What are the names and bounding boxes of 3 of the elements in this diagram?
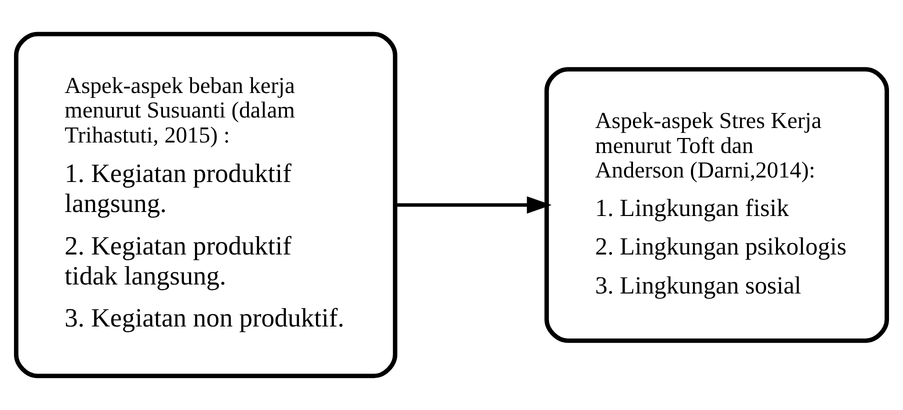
- arrow: [396, 196, 552, 214]
- node-box: Aspek-aspek beban kerja menurut Susuanti (dalam Trihastuti, 2015) : 1. Kegiatan produktif langsung. 2. Kegiatan produktif tidak langsung. 3. Kegiatan non produktif.: [14, 32, 398, 378]
- node-box: Aspek-aspek Stres Kerja menurut Toft dan Anderson (Darni,2014): 1. Lingkungan fisik 2. Lingkungan psikologis 3. Lingkungan sosial: [544, 67, 889, 343]
